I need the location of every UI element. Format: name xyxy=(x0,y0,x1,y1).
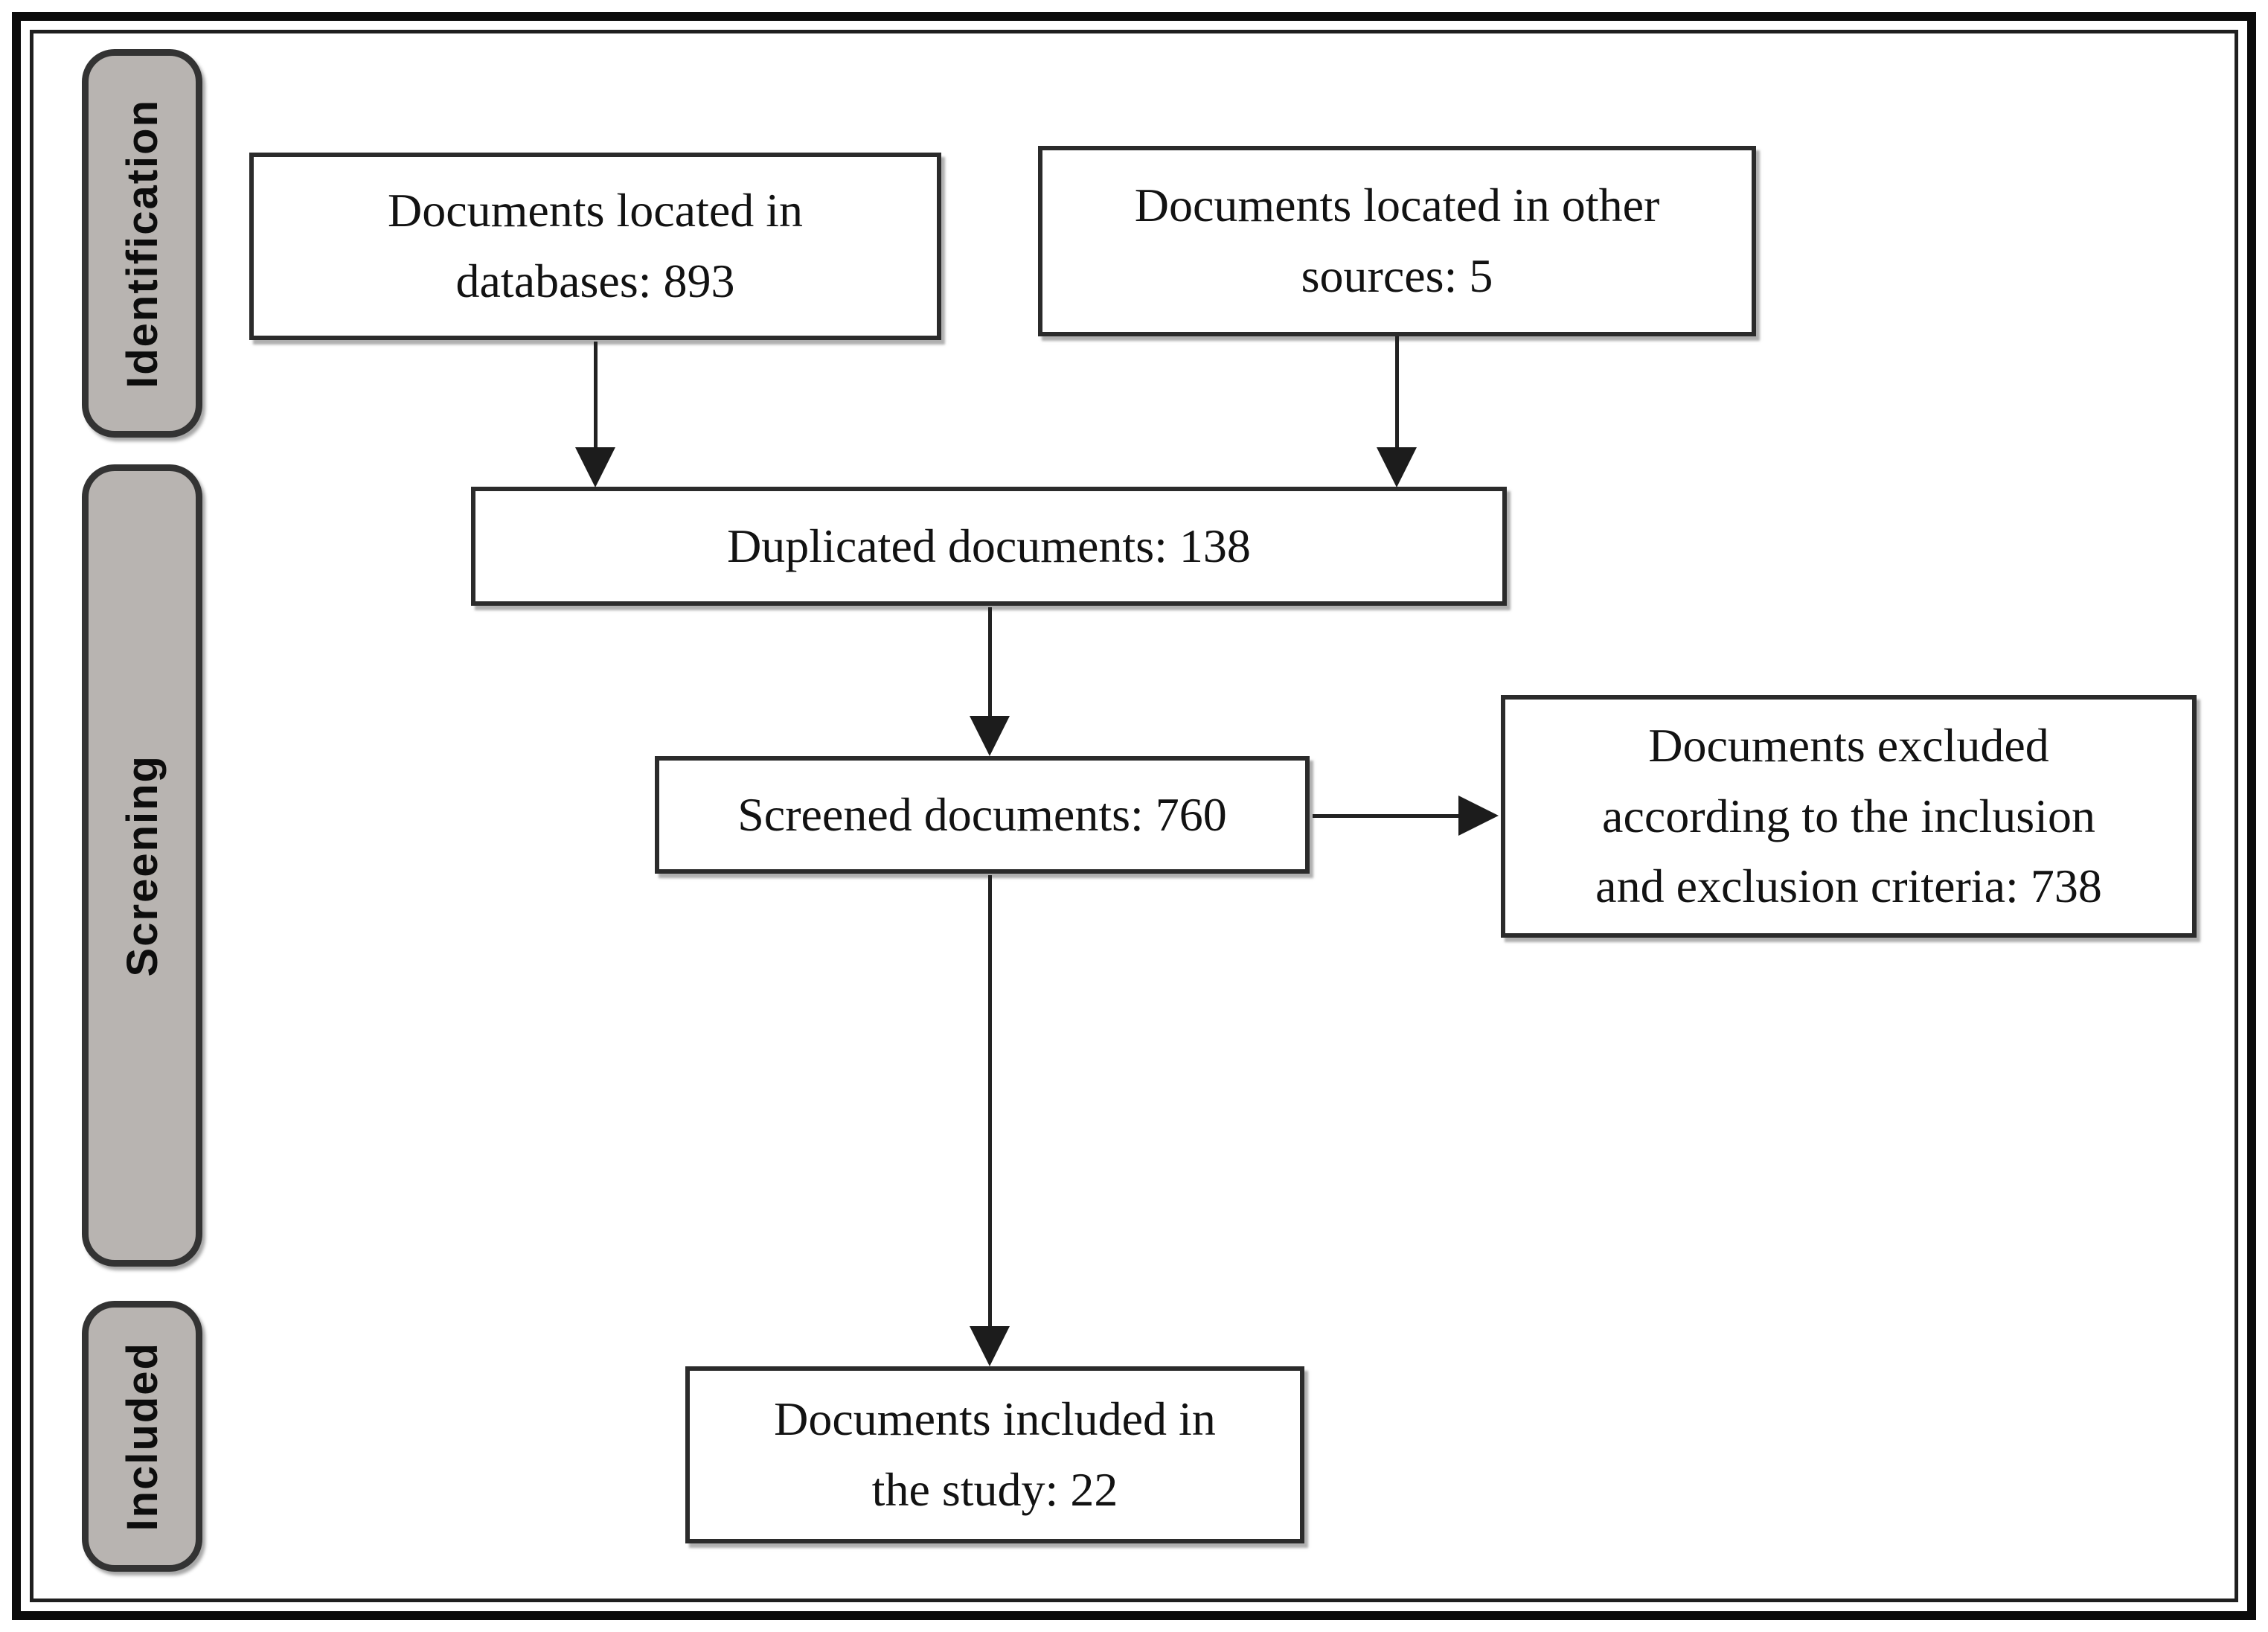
stage-label-screening: Screening xyxy=(118,754,167,977)
outer-frame xyxy=(12,12,2256,1620)
stage-tab-screening: Screening xyxy=(82,464,202,1267)
box-line: Documents included in xyxy=(774,1392,1216,1446)
box-documents-excluded: Documents excluded according to the incl… xyxy=(1501,695,2197,938)
arrow-duplicated-to-screened-line xyxy=(988,607,992,719)
arrow-othersources-to-duplicated-line xyxy=(1395,336,1399,450)
box-duplicated-documents: Duplicated documents: 138 xyxy=(471,487,1507,606)
arrow-screened-to-included-line xyxy=(988,875,992,1328)
arrow-databases-to-duplicated-head xyxy=(575,447,615,487)
box-line: Documents located in other xyxy=(1134,179,1660,232)
inner-frame xyxy=(30,30,2238,1602)
box-documents-other-sources: Documents located in other sources: 5 xyxy=(1038,146,1756,336)
box-documents-databases: Documents located in databases: 893 xyxy=(249,153,941,340)
box-line: Documents excluded xyxy=(1648,718,2049,772)
stage-label-identification: Identification xyxy=(118,98,167,388)
box-line: Screened documents: 760 xyxy=(737,787,1227,841)
box-line: and exclusion criteria: 738 xyxy=(1595,860,2102,913)
box-line: Duplicated documents: 138 xyxy=(727,519,1251,572)
box-screened-documents: Screened documents: 760 xyxy=(655,756,1310,874)
box-line: sources: 5 xyxy=(1301,249,1493,302)
stage-label-included: Included xyxy=(118,1341,167,1532)
box-line: the study: 22 xyxy=(871,1463,1118,1516)
box-line: Documents located in xyxy=(387,184,804,237)
arrow-screened-to-excluded-head xyxy=(1458,796,1499,836)
stage-tab-identification: Identification xyxy=(82,49,202,438)
arrow-duplicated-to-screened-head xyxy=(970,716,1010,756)
arrow-othersources-to-duplicated-head xyxy=(1377,447,1417,487)
box-line: according to the inclusion xyxy=(1602,789,2095,842)
box-line: databases: 893 xyxy=(455,255,735,307)
stage-tab-included: Included xyxy=(82,1301,202,1572)
arrow-databases-to-duplicated-line xyxy=(594,342,598,450)
box-documents-included: Documents included in the study: 22 xyxy=(685,1366,1304,1543)
arrow-screened-to-included-head xyxy=(970,1326,1010,1366)
arrow-screened-to-excluded-line xyxy=(1313,814,1463,818)
